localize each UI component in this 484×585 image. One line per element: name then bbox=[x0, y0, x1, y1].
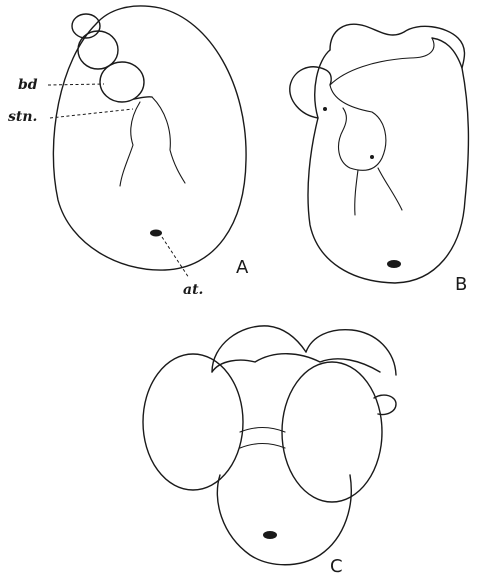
panel-b-atrial-pore bbox=[387, 260, 401, 268]
panel-a-leader-bd bbox=[48, 84, 104, 85]
panel-c-strand-lower bbox=[240, 444, 285, 449]
panel-b-stolon-left bbox=[355, 170, 358, 215]
panel-c-atrial-pore bbox=[263, 531, 277, 539]
panel-c-left-lobe bbox=[143, 354, 243, 490]
panel-b-dot-left bbox=[323, 107, 327, 111]
panel-a-stolon-right bbox=[152, 97, 185, 183]
panel-c: C bbox=[143, 326, 396, 577]
panel-c-right-lobe bbox=[282, 362, 382, 502]
panel-c-top-dome-left bbox=[212, 326, 306, 372]
panel-c-body-outline bbox=[212, 354, 380, 565]
panel-a-atrial-pore bbox=[150, 230, 162, 237]
panel-b-stolon-right bbox=[378, 168, 402, 210]
panel-b-top-outgrowth bbox=[330, 24, 465, 68]
panel-b-dot-center bbox=[370, 155, 374, 159]
panel-c-top-dome-right bbox=[306, 330, 396, 375]
panel-b: B bbox=[290, 24, 469, 295]
panel-c-strand-upper bbox=[240, 428, 285, 433]
label-bd: bd bbox=[18, 77, 38, 93]
panel-a-letter: A bbox=[236, 257, 249, 278]
label-stn: stn. bbox=[8, 109, 37, 125]
panel-a: bd stn. at. A bbox=[8, 6, 249, 298]
panel-a-bud-large bbox=[100, 62, 144, 102]
label-at: at. bbox=[183, 282, 203, 298]
panel-b-letter: B bbox=[455, 274, 467, 295]
panel-c-right-knob bbox=[374, 395, 396, 414]
panel-a-stolon-left bbox=[120, 102, 140, 186]
panel-a-body-outline bbox=[53, 6, 246, 270]
panel-b-body-outline bbox=[308, 38, 468, 283]
panel-a-leader-at bbox=[162, 237, 189, 278]
panel-a-bud-middle bbox=[78, 31, 118, 69]
panel-c-letter: C bbox=[330, 556, 343, 577]
panel-a-leader-stn bbox=[50, 109, 133, 118]
panel-b-internal-outline bbox=[330, 38, 434, 170]
